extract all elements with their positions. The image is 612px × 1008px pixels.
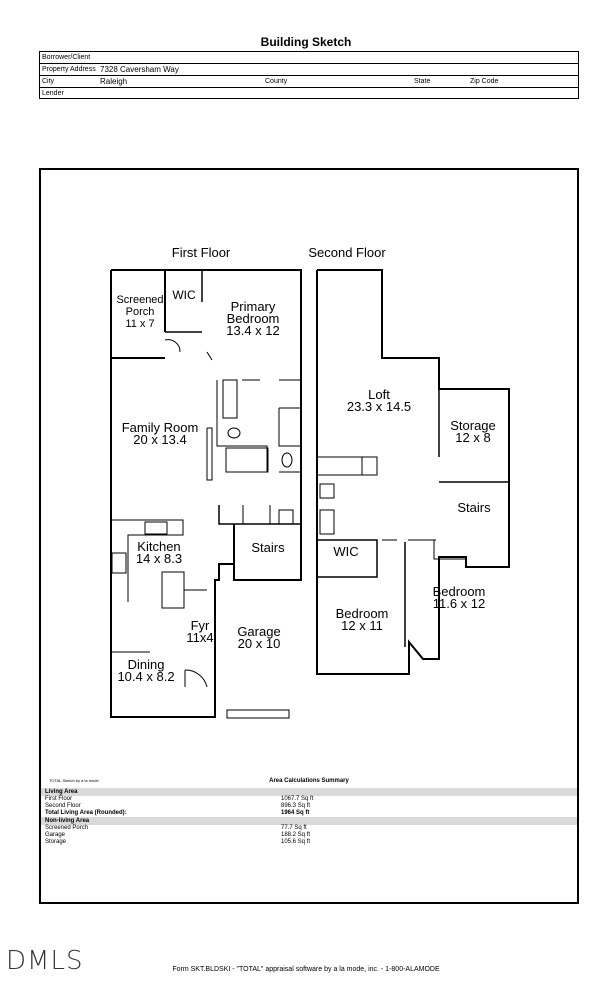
room-dims: 11.6 x 12	[432, 596, 486, 611]
nonliving-area-header: Non-living Area	[41, 817, 577, 825]
summary-row: Garage 188.2 Sq ft	[41, 832, 577, 839]
wic-label: WIC	[172, 288, 196, 302]
room-dims: 11x4	[186, 630, 214, 645]
lender-label: Lender	[42, 90, 64, 97]
room-name: Storage	[450, 418, 496, 433]
bedroom-left-label: Bedroom 12 x 11	[335, 606, 389, 633]
row-label: Storage	[45, 839, 67, 845]
living-area-header: Living Area	[41, 788, 577, 796]
row-label: Total Living Area (Rounded):	[45, 810, 127, 816]
first-floor-label: First Floor	[171, 245, 231, 260]
garage-label: Garage 20 x 10	[237, 624, 281, 651]
second-floor-label: Second Floor	[308, 245, 386, 260]
room-dims: 23.3 x 14.5	[346, 399, 412, 414]
floor-plan-drawing	[110, 269, 510, 719]
row-value: 1964 Sq ft	[281, 810, 310, 816]
bedroom-right-label: Bedroom 11.6 x 12	[432, 584, 486, 611]
primary-bedroom-label: Primary Bedroom 13.4 x 12	[226, 299, 280, 338]
summary-row: Second Floor 896.3 Sq ft	[41, 803, 577, 810]
room-dims: 12 x 8	[455, 430, 491, 445]
state-label: State	[414, 78, 431, 85]
sketch-credit: TOTAL Sketch by a la mode	[49, 778, 99, 783]
row-value: 896.3 Sq ft	[281, 803, 311, 809]
foyer-label: Fyr 11x4	[186, 618, 214, 645]
room-name: Bedroom	[335, 606, 389, 621]
room-dims: 14 x 8.3	[135, 551, 183, 566]
row-label: Garage	[45, 832, 66, 838]
borrower-row: Borrower/Client	[40, 52, 578, 64]
stairs-first-label: Stairs	[251, 540, 285, 555]
summary-total-row: Total Living Area (Rounded): 1964 Sq ft	[41, 810, 577, 817]
room-dims: 20 x 10	[237, 636, 281, 651]
room-name: Family Room	[121, 420, 199, 435]
room-name: Screened Porch	[116, 294, 164, 318]
room-name: Dining	[127, 657, 165, 672]
dmls-logo: DMLS	[6, 946, 84, 976]
dining-label: Dining 10.4 x 8.2	[117, 657, 175, 684]
loft-label: Loft 23.3 x 14.5	[346, 387, 412, 414]
room-dims: 12 x 11	[341, 618, 383, 633]
row-value: 1067.7 Sq ft	[281, 796, 314, 802]
property-row: Property Address 7328 Caversham Way	[40, 64, 578, 76]
summary-row: Storage 105.6 Sq ft	[41, 839, 577, 846]
wic-second-label: WIC	[333, 544, 359, 559]
room-dims: 13.4 x 12	[226, 323, 280, 338]
zip-label: Zip Code	[470, 78, 499, 85]
row-label: Screened Porch	[45, 825, 89, 831]
row-label: Second Floor	[45, 803, 81, 809]
stairs-second-label: Stairs	[457, 500, 491, 515]
page-title: Building Sketch	[260, 35, 352, 49]
borrower-label: Borrower/Client	[42, 54, 91, 61]
row-value: 188.2 Sq ft	[281, 832, 311, 838]
kitchen-label: Kitchen 14 x 8.3	[135, 539, 183, 566]
room-name: Garage	[237, 624, 281, 639]
room-dims: 11 x 7	[125, 318, 155, 330]
summary-title: Area Calculations Summary	[269, 778, 349, 784]
lender-row: Lender	[40, 88, 578, 99]
summary-row: First Floor 1067.7 Sq ft	[41, 796, 577, 803]
storage-label: Storage 12 x 8	[450, 418, 496, 445]
property-value: 7328 Caversham Way	[100, 65, 179, 74]
room-name: Bedroom	[432, 584, 486, 599]
city-value: Raleigh	[100, 77, 128, 86]
room-dims: 10.4 x 8.2	[117, 669, 175, 684]
city-label: City	[42, 78, 55, 85]
row-value: 77.7 Sq ft	[281, 825, 307, 831]
family-room-label: Family Room 20 x 13.4	[121, 420, 199, 447]
screened-porch-label: Screened Porch 11 x 7	[116, 294, 163, 330]
room-name: Loft	[368, 387, 390, 402]
row-label: First Floor	[45, 796, 72, 802]
room-name: Primary Bedroom	[226, 299, 280, 326]
city-row: City Raleigh County State Zip Code	[40, 76, 578, 88]
area-summary: Living Area First Floor 1067.7 Sq ft Sec…	[41, 788, 577, 846]
form-footer: Form SKT.BLDSKI - "TOTAL" appraisal soft…	[172, 966, 440, 973]
sketch-frame: First Floor Second Floor Screened Porch …	[39, 168, 579, 904]
room-dims: 20 x 13.4	[133, 432, 187, 447]
row-value: 105.6 Sq ft	[281, 839, 311, 845]
room-name: Kitchen	[137, 539, 181, 554]
summary-row: Screened Porch 77.7 Sq ft	[41, 825, 577, 832]
room-name: Fyr	[190, 618, 210, 633]
header-form: Borrower/Client Property Address 7328 Ca…	[39, 51, 579, 99]
county-label: County	[265, 78, 288, 85]
property-label: Property Address	[42, 66, 96, 73]
